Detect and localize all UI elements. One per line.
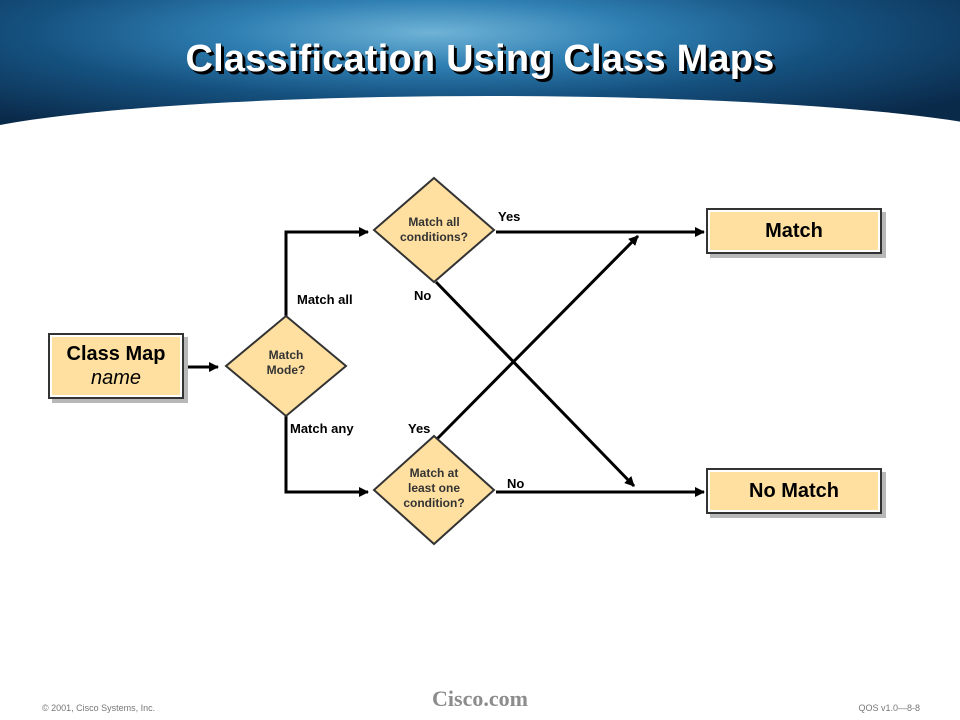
match-mode-diamond [224,314,348,418]
match-mode-line1: Match [268,348,304,362]
slide-title: Classification Using Class Maps [185,38,775,80]
match-at-least-one-diamond [372,434,496,546]
edge-label-match-any: Match any [290,421,354,436]
edge-matchany-yes [434,234,640,442]
edge-label-no-bottom: No [507,476,525,491]
no-match-node: No Match [706,468,882,514]
course-code: QOS v1.0—8-8 [858,703,920,713]
edge-mode-to-matchany [284,416,369,497]
match-all-label: Match all conditions? [374,215,494,245]
edge-label-yes-top: Yes [498,209,521,224]
match-all-line1: Match all [408,215,460,229]
match-at-least-one-label: Match at least one condition? [374,466,494,511]
edge-label-yes-bottom: Yes [408,421,431,436]
match-at-least-one-line1: Match at [409,466,459,480]
match-at-least-one-line3: condition? [403,496,465,510]
class-map-subtitle: name [90,367,142,389]
class-map-node: Class Map name [48,333,184,399]
edge-mode-to-matchall [284,227,369,318]
match-mode-line2: Mode? [266,363,306,377]
match-at-least-one-line2: least one [407,481,461,495]
class-map-title: Class Map [66,343,166,365]
match-node: Match [706,208,882,254]
cisco-logo: Cisco.com [432,686,528,711]
copyright-text: © 2001, Cisco Systems, Inc. [42,703,156,713]
edge-label-no-top: No [414,288,432,303]
match-all-diamond [372,176,496,284]
edge-label-match-all: Match all [297,292,353,307]
edge-matchall-no [434,280,636,488]
match-all-line2: conditions? [400,230,468,244]
match-mode-label: Match Mode? [236,348,336,378]
title-banner [0,0,960,130]
